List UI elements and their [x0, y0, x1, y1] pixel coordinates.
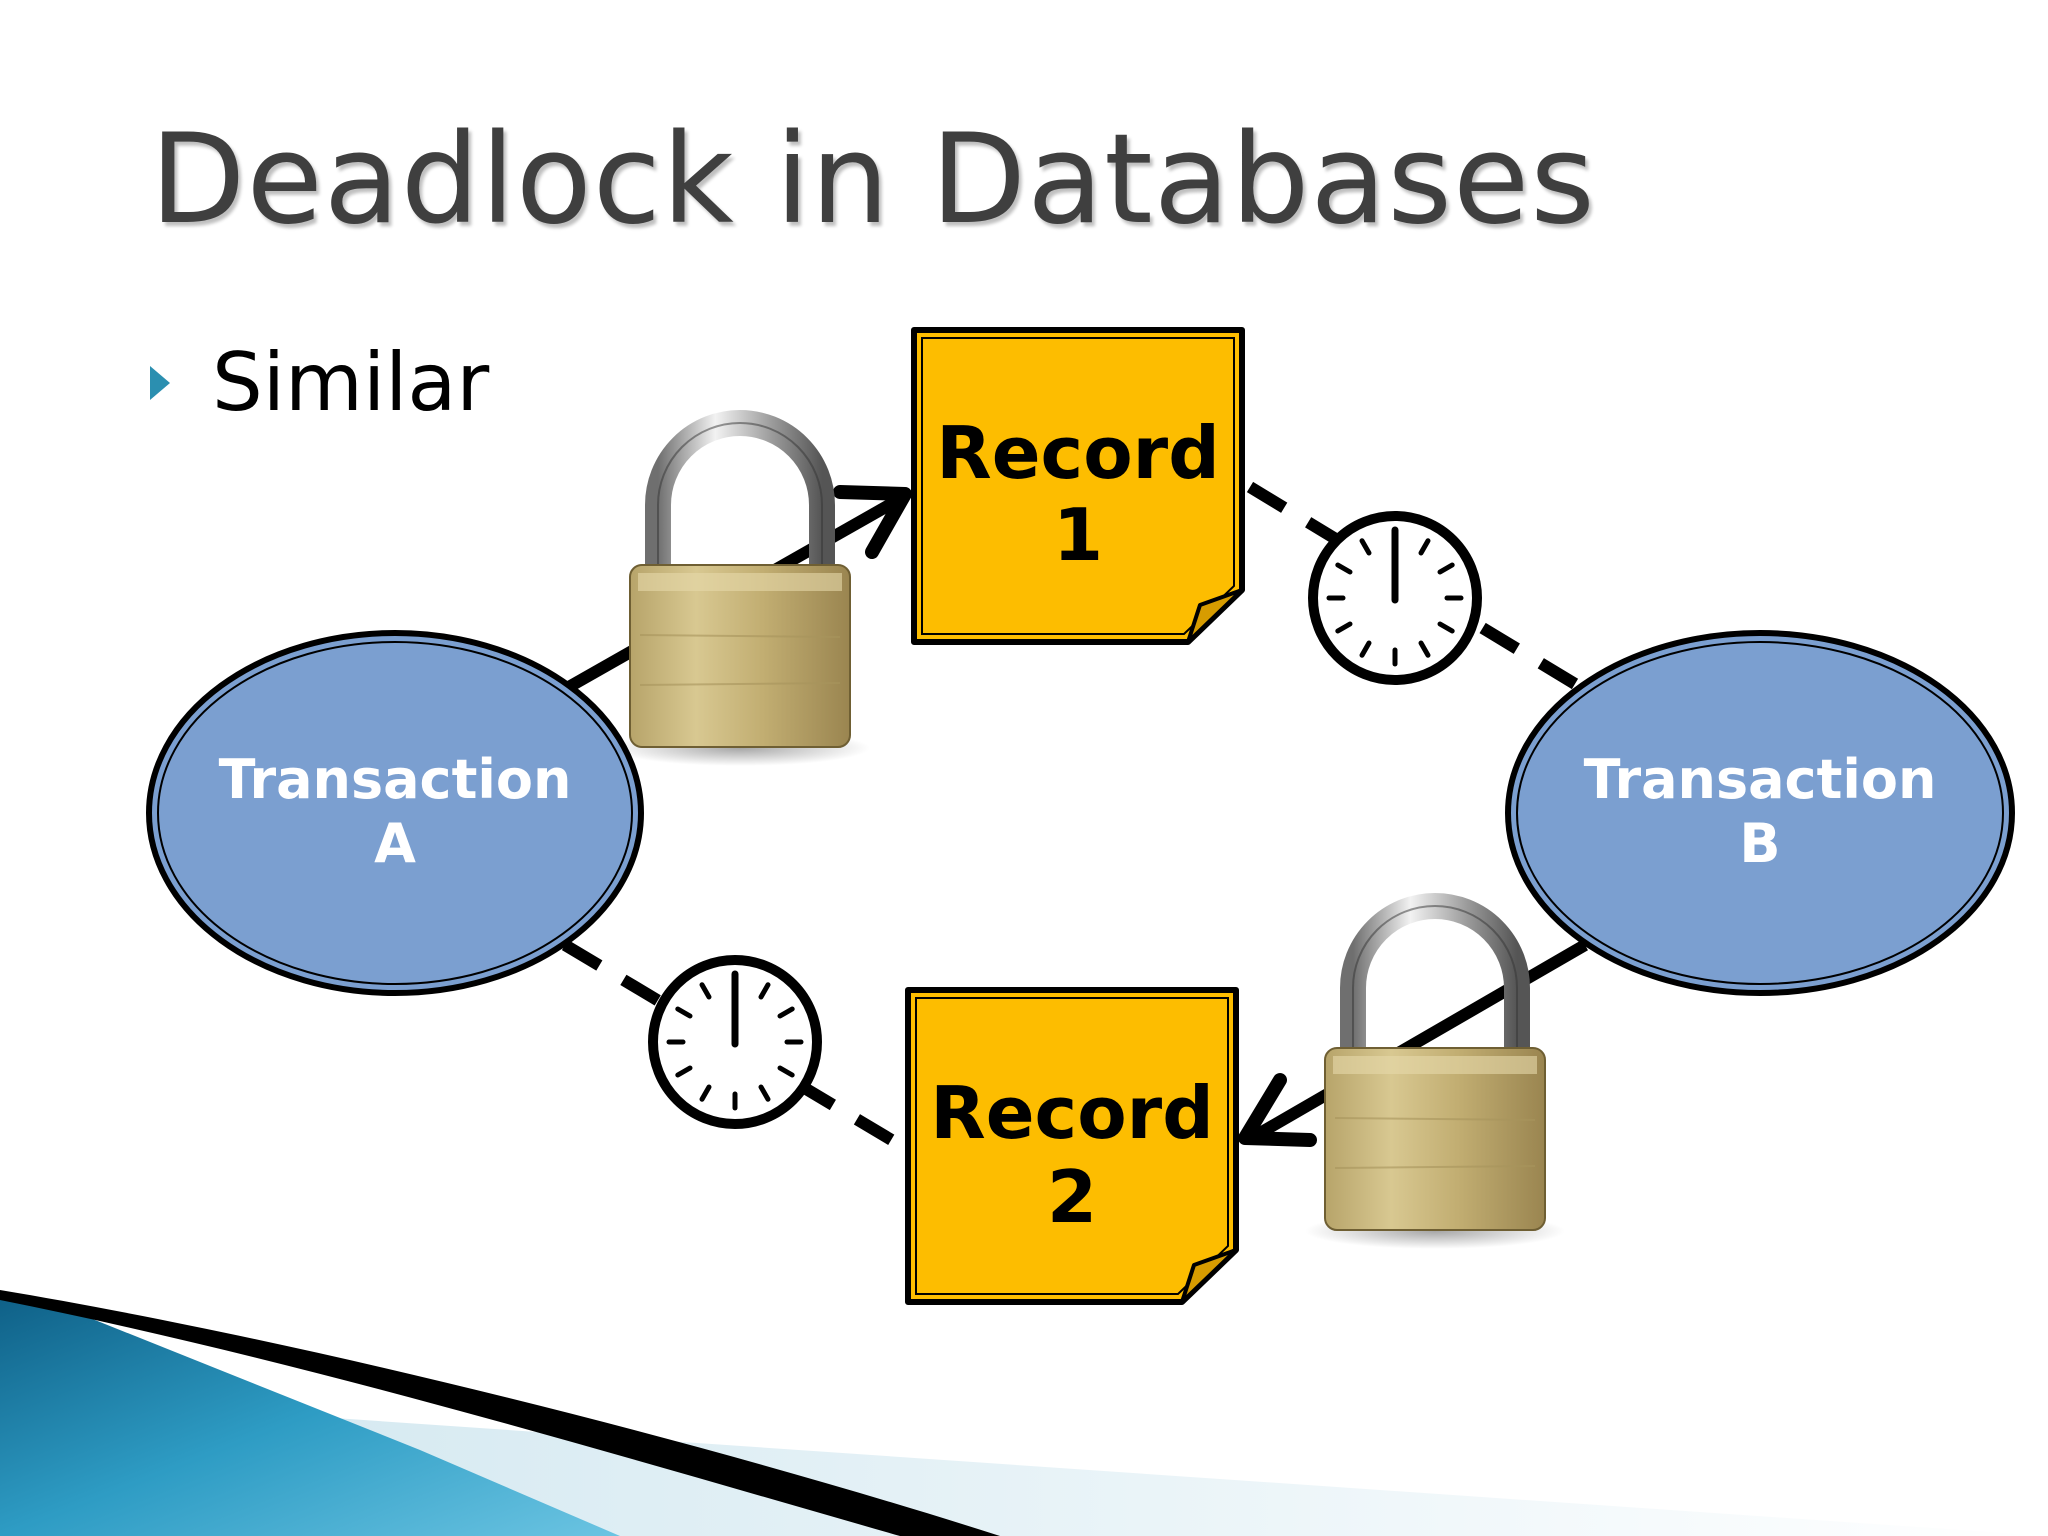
clock-tick — [675, 1006, 693, 1019]
clock-tick — [699, 1084, 712, 1102]
clock-tick — [758, 1084, 771, 1102]
clock-tick — [699, 982, 712, 1000]
transaction-a-label-line2: A — [374, 812, 416, 875]
footer-dark-stripe — [0, 1290, 1000, 1536]
record-1-node: Record 1 — [911, 327, 1245, 645]
clock-tick — [1359, 640, 1372, 658]
record-2-label-line1: Record — [930, 1071, 1213, 1155]
clock-tick — [1335, 621, 1353, 634]
transaction-b-label-line1: Transaction — [1584, 748, 1937, 811]
padlock-icon — [610, 410, 870, 766]
record-1-label-line1: Record — [936, 411, 1219, 495]
clock-tick — [1437, 562, 1455, 575]
record-2-node: Record 2 — [905, 987, 1239, 1305]
padlock-icon — [1305, 893, 1565, 1249]
clock-tick — [1437, 621, 1455, 634]
clock-tick — [777, 1065, 795, 1078]
arrowhead-record2 — [1238, 1073, 1317, 1147]
slide-title: Deadlock in Databases — [150, 108, 1596, 252]
bullet-item: Similar — [150, 336, 489, 429]
clock-tick — [758, 982, 771, 1000]
transaction-a-label-line1: Transaction — [219, 748, 572, 811]
bullet-triangle-icon — [150, 353, 194, 413]
clock-tick — [1418, 538, 1431, 556]
transaction-a-node: Transaction A — [146, 630, 644, 996]
clock-tick — [777, 1006, 795, 1019]
clock-tick — [1418, 640, 1431, 658]
transaction-b-label-line2: B — [1739, 812, 1780, 875]
arrowhead-record1 — [833, 485, 912, 559]
arrow-b-to-record2 — [1251, 939, 1589, 1142]
record-2-label-line2: 2 — [1047, 1155, 1097, 1239]
footer-blue-band — [0, 1292, 620, 1536]
clock-tick — [1359, 538, 1372, 556]
clock-icon — [1308, 511, 1482, 685]
clock-tick — [1335, 562, 1353, 575]
clock-icon — [648, 955, 822, 1129]
transaction-b-node: Transaction B — [1505, 630, 2015, 996]
clock-tick — [675, 1065, 693, 1078]
record-1-label-line2: 1 — [1053, 493, 1103, 577]
bullet-text: Similar — [212, 336, 490, 429]
